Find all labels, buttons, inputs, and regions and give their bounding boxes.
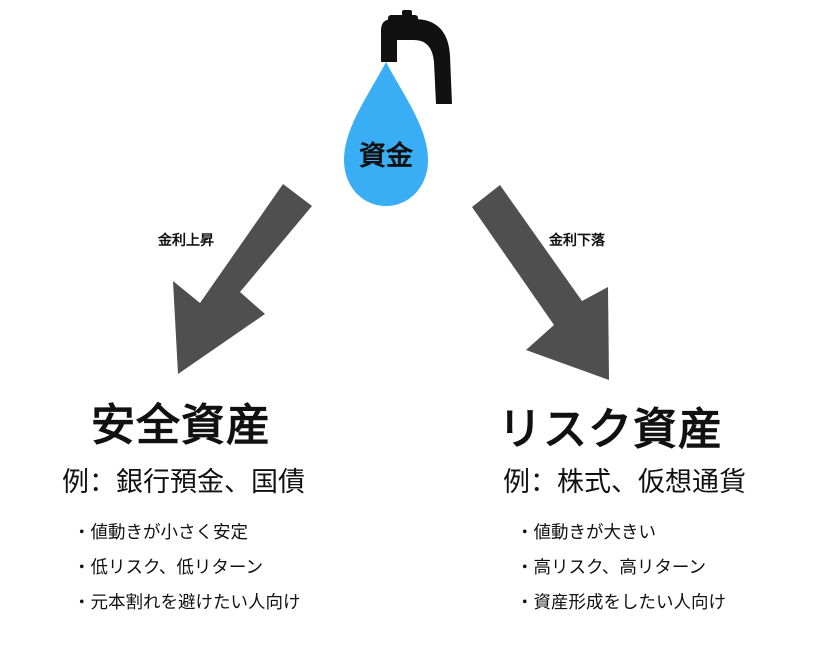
list-item: 元本割れを避けたい人向け xyxy=(73,586,301,621)
drop-label: 資金 xyxy=(359,141,413,172)
faucet-icon xyxy=(381,10,452,104)
right-arrow xyxy=(472,185,609,380)
left-arrow-label: 金利上昇 xyxy=(158,233,214,249)
risk-asset-title: リスク資産 xyxy=(498,404,723,455)
list-item: 値動きが大きい xyxy=(516,516,726,551)
left-arrow xyxy=(173,184,312,374)
safe-asset-title: 安全資産 xyxy=(91,400,271,451)
risk-asset-points: 値動きが大きい 高リスク、高リターン 資産形成をしたい人向け xyxy=(516,516,727,621)
money-drop-icon xyxy=(344,62,428,206)
list-item: 高リスク、高リターン xyxy=(516,551,726,586)
safe-asset-example: 例：銀行預金、国債 xyxy=(62,467,305,498)
list-item: 資産形成をしたい人向け xyxy=(516,586,727,621)
risk-asset-example: 例：株式、仮想通貨 xyxy=(503,467,746,498)
list-item: 低リスク、低リターン xyxy=(73,551,301,586)
safe-asset-points: 値動きが小さく安定 低リスク、低リターン 元本割れを避けたい人向け xyxy=(73,516,301,621)
right-arrow-label: 金利下落 xyxy=(549,233,605,249)
list-item: 値動きが小さく安定 xyxy=(73,516,301,551)
